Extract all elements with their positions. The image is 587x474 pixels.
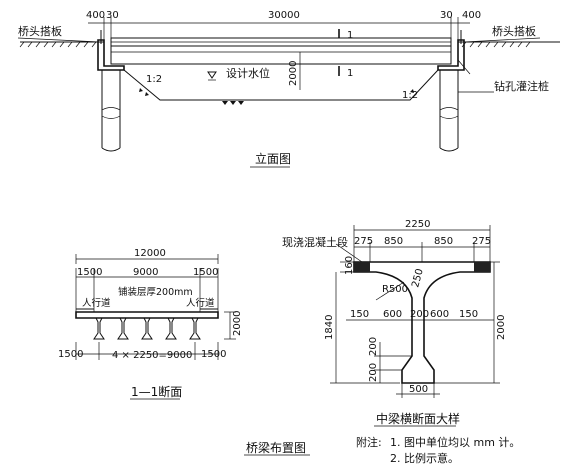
dim-top-30-right: 30: [440, 10, 453, 21]
beam-dim-top-3: 850: [434, 236, 453, 247]
beam-height-left: 1840: [324, 315, 335, 340]
abutment-slab-left-label: 桥头搭板: [18, 24, 62, 38]
note-item-1: 1. 图中单位均以 mm 计。: [390, 435, 520, 449]
section-1-1-title: 1—1断面: [131, 384, 182, 399]
design-water-level-label: 设计水位: [226, 66, 270, 80]
pile-right: [439, 70, 459, 152]
section-dim-bottom-right: 1500: [201, 349, 226, 360]
section-mark-top: 1: [347, 30, 353, 41]
web-dim-5: 150: [459, 309, 478, 320]
elevation-height-dim: 2000: [288, 61, 299, 86]
section-1-1-view: 12000 1500 9000 1500 铺装层厚200mm 人行道 人行道 2…: [58, 248, 243, 400]
notes-heading: 附注:: [356, 435, 382, 449]
pile-label: 钻孔灌注桩: [494, 79, 549, 93]
section-dim-bottom-middle: 4 × 2250=9000: [112, 350, 192, 361]
layout-title: 桥梁布置图: [246, 440, 306, 455]
section-height-dim: 2000: [232, 311, 243, 336]
notes: 附注: 1. 图中单位均以 mm 计。 2. 比例示意。: [356, 435, 520, 465]
web-dim-3: 200: [410, 309, 429, 320]
flange-thickness-dim: 160: [344, 256, 355, 275]
bulb-dim-upper: 200: [368, 337, 379, 356]
beam-width-total: 2250: [405, 219, 430, 230]
web-dim-4: 600: [430, 309, 449, 320]
note-item-2: 2. 比例示意。: [390, 451, 459, 465]
paving-note: 铺装层厚200mm: [118, 286, 193, 298]
dim-top-30-left: 30: [106, 10, 119, 21]
dim-top-400-right: 400: [462, 10, 481, 21]
section-dim-top-middle: 9000: [133, 267, 158, 278]
dim-top-400-left: 400: [86, 10, 105, 21]
web-dim-1: 150: [350, 309, 369, 320]
cast-in-place-right: [474, 262, 490, 272]
elevation-title: 立面图: [255, 151, 291, 166]
haunch-dim: 250: [410, 267, 426, 288]
elevation-view: 400 30 30000 30 400 桥头搭板 桥头搭板 1 1 设计水位: [17, 10, 560, 168]
beam-detail-view: 2250 现浇混凝土段 275 850 850 275 160 250 R500…: [282, 219, 507, 427]
section-dim-bottom-left: 1500: [58, 349, 83, 360]
slope-left-label: 1:2: [146, 74, 162, 85]
beam-detail-title: 中梁横断面大样: [376, 411, 460, 426]
cast-in-place-left: [354, 262, 370, 272]
section-mark-bottom: 1: [347, 68, 353, 79]
dim-top-30000: 30000: [268, 10, 300, 21]
radius-label: R500: [382, 284, 408, 295]
beam-dim-top-1: 275: [354, 236, 373, 247]
pile-left: [101, 70, 121, 152]
web-dim-2: 600: [383, 309, 402, 320]
beam-height-right: 2000: [496, 315, 507, 340]
slope-right-label: 1:2: [402, 90, 418, 101]
beam-bottom-width: 500: [409, 384, 428, 395]
section-dim-top-left: 1500: [77, 267, 102, 278]
abutment-slab-right-label: 桥头搭板: [492, 24, 536, 38]
beam-dim-top-2: 850: [384, 236, 403, 247]
beam-dim-top-4: 275: [472, 236, 491, 247]
sidewalk-left-label: 人行道: [82, 297, 111, 309]
sidewalk-right-label: 人行道: [186, 297, 215, 309]
cast-in-place-label: 现浇混凝土段: [282, 235, 348, 249]
section-dim-top-right: 1500: [193, 267, 218, 278]
bulb-dim-lower: 200: [368, 363, 379, 382]
section-width-total: 12000: [134, 248, 166, 259]
